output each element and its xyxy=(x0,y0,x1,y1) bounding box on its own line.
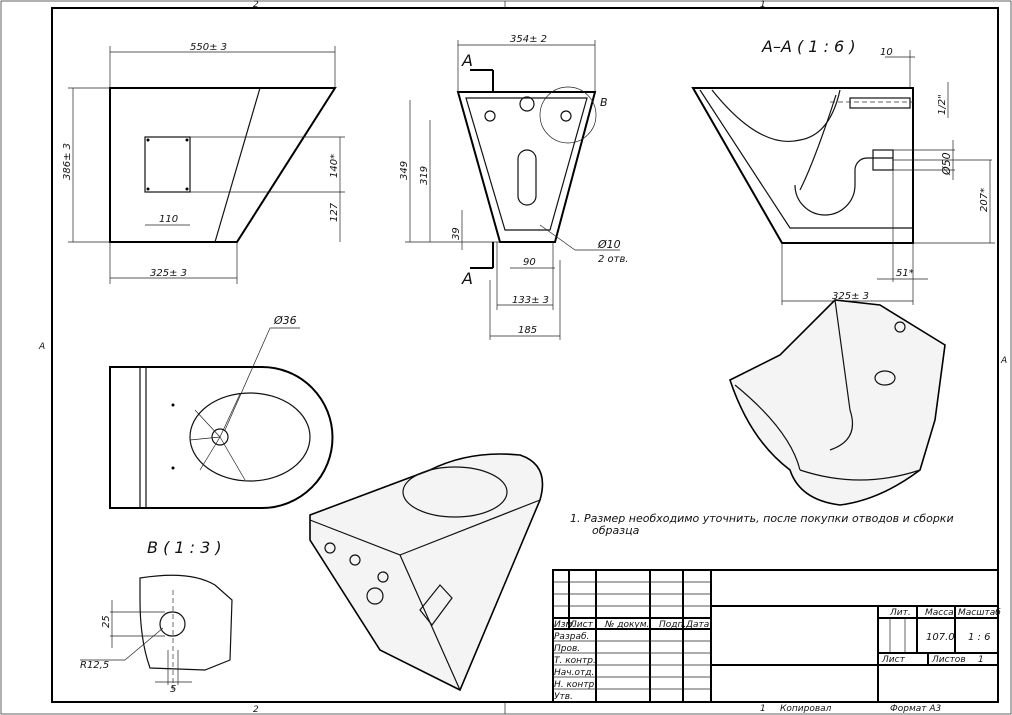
mass-value: 107.0 xyxy=(926,632,955,643)
dim-w1: 90 xyxy=(523,257,536,268)
dim-width: 354± 2 xyxy=(510,34,547,45)
zone-label: 2 xyxy=(253,0,259,10)
zone-label: 2 xyxy=(253,705,259,715)
front-view: 550± 3 386± 3 140* 127 110 325± 3 xyxy=(62,42,345,284)
dim-pipe: 1/2" xyxy=(937,94,948,115)
dim-w3: 185 xyxy=(518,325,537,336)
header-doc: № докум. xyxy=(604,620,649,630)
scale-label: Масштаб xyxy=(958,608,1001,618)
sheets-label: Листов xyxy=(931,655,966,665)
mass-label: Масса xyxy=(925,608,954,618)
role-approved: Утв. xyxy=(554,692,573,702)
header-change: Изм. xyxy=(554,620,575,630)
role-tech-control: Т. контр. xyxy=(554,656,596,666)
section-mark-top: A xyxy=(461,51,473,70)
role-norm-control: Н. контр. xyxy=(554,680,597,690)
note-line-1: 1. Размер необходимо уточнить, после пок… xyxy=(570,512,954,525)
lit-label: Лит. xyxy=(889,608,911,618)
header-date: Дата xyxy=(685,620,709,630)
zone-label: A xyxy=(1000,356,1007,366)
dim-width: 550± 3 xyxy=(190,42,227,53)
title-block: Изм. Лист № докум. Подп. Дата Разраб. Пр… xyxy=(552,569,1001,703)
dim-207: 207* xyxy=(979,188,990,212)
side-view: B 354± 2 349 319 39 A A 90 Ø10 2 отв. 13… xyxy=(399,34,629,340)
copied-label: Копировал xyxy=(780,704,832,714)
section-mark-bottom: A xyxy=(461,269,473,288)
role-dept-head: Нач.отд. xyxy=(554,668,594,678)
role-checker: Пров. xyxy=(554,644,580,654)
role-developer: Разраб. xyxy=(554,632,589,642)
header-sheet: Лист xyxy=(569,620,594,630)
inner-frame xyxy=(51,7,999,703)
dim-5: 5 xyxy=(170,684,176,695)
dim-10: 10 xyxy=(880,47,893,58)
copy-number: 1 xyxy=(760,704,766,714)
dim-height: 386± 3 xyxy=(62,143,73,180)
section-title: A–A ( 1 : 6 ) xyxy=(761,37,856,56)
header-sign: Подп. xyxy=(659,620,686,630)
top-view: Ø36 xyxy=(109,314,334,509)
dim-window-h: 140* xyxy=(329,154,340,178)
dim-base: 325± 3 xyxy=(832,291,869,302)
zone-label: 1 xyxy=(760,0,766,10)
isometric-view-front xyxy=(309,453,544,692)
dim-h3: 39 xyxy=(451,227,462,240)
hole-note: 2 отв. xyxy=(598,254,629,265)
dim-dia50: Ø50 xyxy=(940,152,953,176)
isometric-view-section xyxy=(729,299,946,506)
dim-w2: 133± 3 xyxy=(512,295,549,306)
section-view: A–A ( 1 : 6 ) 10 1/2" Ø50 207* 51* 325± … xyxy=(691,37,995,305)
scale-value: 1 : 6 xyxy=(968,632,990,643)
format-label: Формат А3 xyxy=(890,704,942,714)
dim-hole: Ø36 xyxy=(273,314,297,327)
dim-25: 25 xyxy=(101,615,112,628)
dim-base-w: 325± 3 xyxy=(150,268,187,279)
detail-view: B ( 1 : 3 ) 25 R12,5 5 xyxy=(80,538,233,695)
sheet-label: Лист xyxy=(881,655,906,665)
dim-radius: R12,5 xyxy=(80,660,109,671)
detail-title: B ( 1 : 3 ) xyxy=(147,538,222,557)
dim-window-w: 110 xyxy=(159,214,178,225)
sheets-value: 1 xyxy=(978,655,984,665)
dim-h2: 319 xyxy=(419,166,430,185)
zone-label: A xyxy=(38,342,45,352)
dim-bottom-h: 127 xyxy=(329,202,340,222)
note-line-2: образца xyxy=(592,524,640,537)
detail-mark: B xyxy=(600,96,608,109)
hole-dim: Ø10 xyxy=(597,238,621,251)
dim-51: 51* xyxy=(896,268,914,279)
dim-h1: 349 xyxy=(399,161,410,180)
